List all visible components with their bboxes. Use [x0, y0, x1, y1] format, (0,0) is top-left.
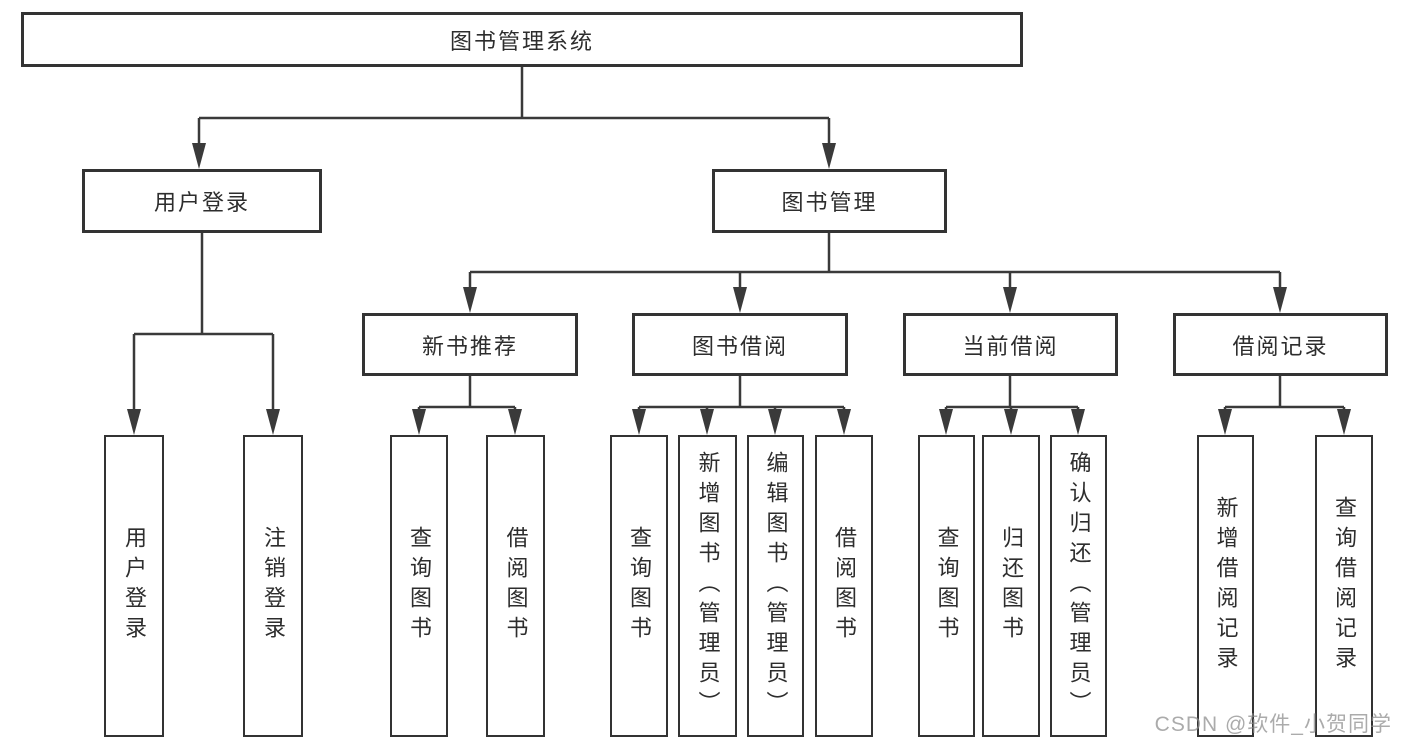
- leaf-user-login: 用户登录: [104, 435, 164, 737]
- connector-borrow-branch: [637, 376, 846, 411]
- leaf-query-borrow-record: 查询借阅记录: [1315, 435, 1373, 737]
- arrowhead-icons: [127, 143, 1351, 435]
- connector-current-branch: [944, 376, 1080, 411]
- node-borrow-records: 借阅记录: [1173, 313, 1388, 376]
- leaf-borrow-books-recommend: 借阅图书: [486, 435, 545, 737]
- leaf-query-books-current: 查询图书: [918, 435, 975, 737]
- connector-recommend-branch: [417, 376, 517, 411]
- node-library-management-system: 图书管理系统: [21, 12, 1023, 67]
- node-book-borrow: 图书借阅: [632, 313, 848, 376]
- node-book-management: 图书管理: [712, 169, 947, 233]
- leaf-borrow-books: 借阅图书: [815, 435, 873, 737]
- connector-root-to-level2: [197, 67, 831, 146]
- connector-records-branch: [1223, 376, 1346, 411]
- node-current-borrow: 当前借阅: [903, 313, 1118, 376]
- leaf-return-books: 归还图书: [982, 435, 1040, 737]
- watermark: CSDN @软件_小贺同学: [1154, 713, 1392, 736]
- connector-user-login-branch: [132, 233, 275, 411]
- node-user-login: 用户登录: [82, 169, 322, 233]
- leaf-confirm-return-admin: 确认归还（管理员）: [1050, 435, 1107, 737]
- leaf-query-books-borrow: 查询图书: [610, 435, 668, 737]
- leaf-add-book-admin: 新增图书（管理员）: [678, 435, 737, 737]
- connector-book-management-branch: [468, 233, 1282, 289]
- leaf-add-borrow-record: 新增借阅记录: [1197, 435, 1254, 737]
- leaf-query-books-recommend: 查询图书: [390, 435, 448, 737]
- leaf-edit-book-admin: 编辑图书（管理员）: [747, 435, 804, 737]
- leaf-logout: 注销登录: [243, 435, 303, 737]
- node-new-book-recommend: 新书推荐: [362, 313, 578, 376]
